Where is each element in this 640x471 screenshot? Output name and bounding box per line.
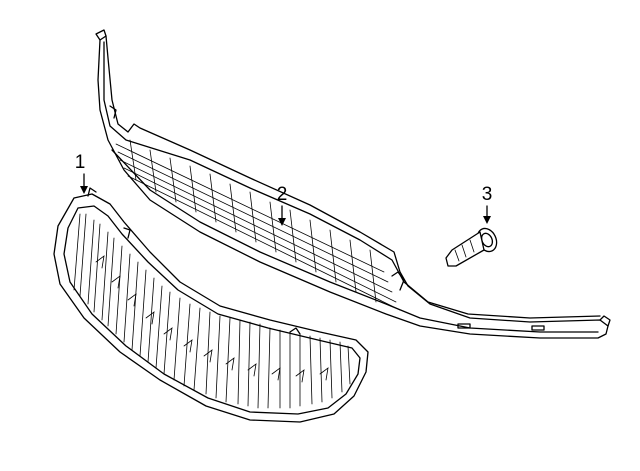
callout-2: 2: [277, 184, 288, 226]
lower-grille-part: [95, 29, 611, 339]
callout-number-1: 1: [75, 152, 86, 173]
push-pin-clip-part: [445, 227, 498, 267]
radiator-grille-part: [53, 187, 369, 423]
callout-3: 3: [482, 184, 493, 224]
callout-number-3: 3: [482, 184, 493, 205]
callout-1: 1: [75, 152, 88, 194]
callout-number-2: 2: [277, 184, 288, 205]
